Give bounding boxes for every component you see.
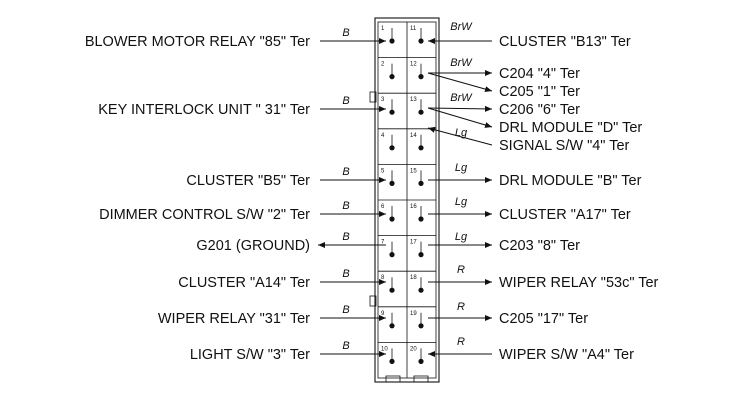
wire-color: BrW <box>450 21 473 33</box>
terminal-label: CLUSTER "B5" Ter <box>186 173 310 189</box>
right-connection: C205 "1" Ter <box>427 72 580 100</box>
terminal-label: CLUSTER "B13" Ter <box>499 34 631 50</box>
pin-number: 2 <box>381 62 385 68</box>
terminal-label: DRL MODULE "D" Ter <box>499 120 642 136</box>
pin-number: 7 <box>381 240 385 246</box>
wire-arrow <box>427 72 493 92</box>
pin-number: 1 <box>381 26 385 32</box>
right-connection: C204 "4" Ter BrW <box>428 57 580 82</box>
pin-number: 20 <box>410 346 417 352</box>
right-connection: C203 "8" Ter Lg <box>428 231 580 254</box>
wire-color: B <box>342 200 349 212</box>
pin-number: 3 <box>381 97 385 103</box>
pin-number: 14 <box>410 133 417 139</box>
right-connection: SIGNAL S/W "4" Ter Lg <box>427 126 630 154</box>
wire-color: R <box>457 264 465 276</box>
wire-color: Lg <box>455 231 468 243</box>
right-connection: DRL MODULE "D" Ter <box>427 107 642 136</box>
wire-arrow <box>427 126 493 146</box>
terminal-label: C205 "17" Ter <box>499 311 588 327</box>
left-connection: DIMMER CONTROL S/W "2" Ter B <box>99 200 386 223</box>
wire-color: R <box>457 336 465 348</box>
wire-color: Lg <box>455 162 468 174</box>
right-connection: CLUSTER "B13" Ter BrW <box>428 21 631 50</box>
wire-color: Lg <box>455 127 468 139</box>
terminal-label: C206 "6" Ter <box>499 102 580 118</box>
right-connection: WIPER RELAY "53c" Ter R <box>428 264 659 291</box>
pin-number: 5 <box>381 168 385 174</box>
pin-number: 17 <box>410 240 417 246</box>
wire-arrow <box>427 105 493 112</box>
pin-number: 16 <box>410 204 417 210</box>
wire-color: BrW <box>450 92 473 104</box>
pin-number: 18 <box>410 275 417 281</box>
terminal-label: C204 "4" Ter <box>499 66 580 82</box>
left-connection: LIGHT S/W "3" Ter B <box>190 340 386 363</box>
pin-number: 10 <box>381 346 388 352</box>
terminal-label: SIGNAL S/W "4" Ter <box>499 138 630 154</box>
wire-arrow <box>427 107 493 128</box>
pin-number: 4 <box>381 133 385 139</box>
left-connection: G201 (GROUND) B <box>196 231 386 254</box>
left-connection: BLOWER MOTOR RELAY "85" Ter B <box>85 27 386 50</box>
terminal-label: DIMMER CONTROL S/W "2" Ter <box>99 207 310 223</box>
right-connection: DRL MODULE "B" Ter Lg <box>428 162 642 189</box>
wire-color: B <box>342 304 349 316</box>
pin-number: 11 <box>410 26 417 32</box>
pin-number: 9 <box>381 311 385 317</box>
left-connection: CLUSTER "A14" Ter B <box>178 268 386 291</box>
terminal-label: CLUSTER "A14" Ter <box>178 275 310 291</box>
wire-color: BrW <box>450 57 473 69</box>
terminal-label: C203 "8" Ter <box>499 238 580 254</box>
pin-number: 8 <box>381 275 385 281</box>
terminal-label: C205 "1" Ter <box>499 84 580 100</box>
wire-color: B <box>342 27 349 39</box>
right-connection: C205 "17" Ter R <box>428 301 588 327</box>
terminal-label: WIPER S/W "A4" Ter <box>499 347 634 363</box>
terminal-label: DRL MODULE "B" Ter <box>499 173 642 189</box>
wire-color: B <box>342 268 349 280</box>
left-connection: CLUSTER "B5" Ter B <box>186 166 386 189</box>
terminal-label: BLOWER MOTOR RELAY "85" Ter <box>85 34 310 50</box>
terminal-label: G201 (GROUND) <box>196 238 310 254</box>
right-connection: WIPER S/W "A4" Ter R <box>428 336 634 363</box>
terminal-label: CLUSTER "A17" Ter <box>499 207 631 223</box>
pin-number: 13 <box>410 97 417 103</box>
terminal-label: KEY INTERLOCK UNIT " 31" Ter <box>98 102 310 118</box>
pin-number: 19 <box>410 311 417 317</box>
pin-number: 15 <box>410 168 417 174</box>
wire-color: Lg <box>455 196 468 208</box>
left-connection: KEY INTERLOCK UNIT " 31" Ter B <box>98 95 386 118</box>
wire-color: B <box>342 340 349 352</box>
pin-number: 12 <box>410 62 417 68</box>
wire-color: B <box>342 166 349 178</box>
terminal-label: WIPER RELAY "31" Ter <box>158 311 310 327</box>
left-connection: WIPER RELAY "31" Ter B <box>158 304 386 327</box>
right-connection: CLUSTER "A17" Ter Lg <box>428 196 631 223</box>
right-connection: C206 "6" Ter BrW <box>427 92 580 118</box>
wire-color: B <box>342 231 349 243</box>
wire-color: B <box>342 95 349 107</box>
terminal-label: WIPER RELAY "53c" Ter <box>499 275 659 291</box>
terminal-label: LIGHT S/W "3" Ter <box>190 347 310 363</box>
wire-color: R <box>457 301 465 313</box>
pin-number: 6 <box>381 204 385 210</box>
